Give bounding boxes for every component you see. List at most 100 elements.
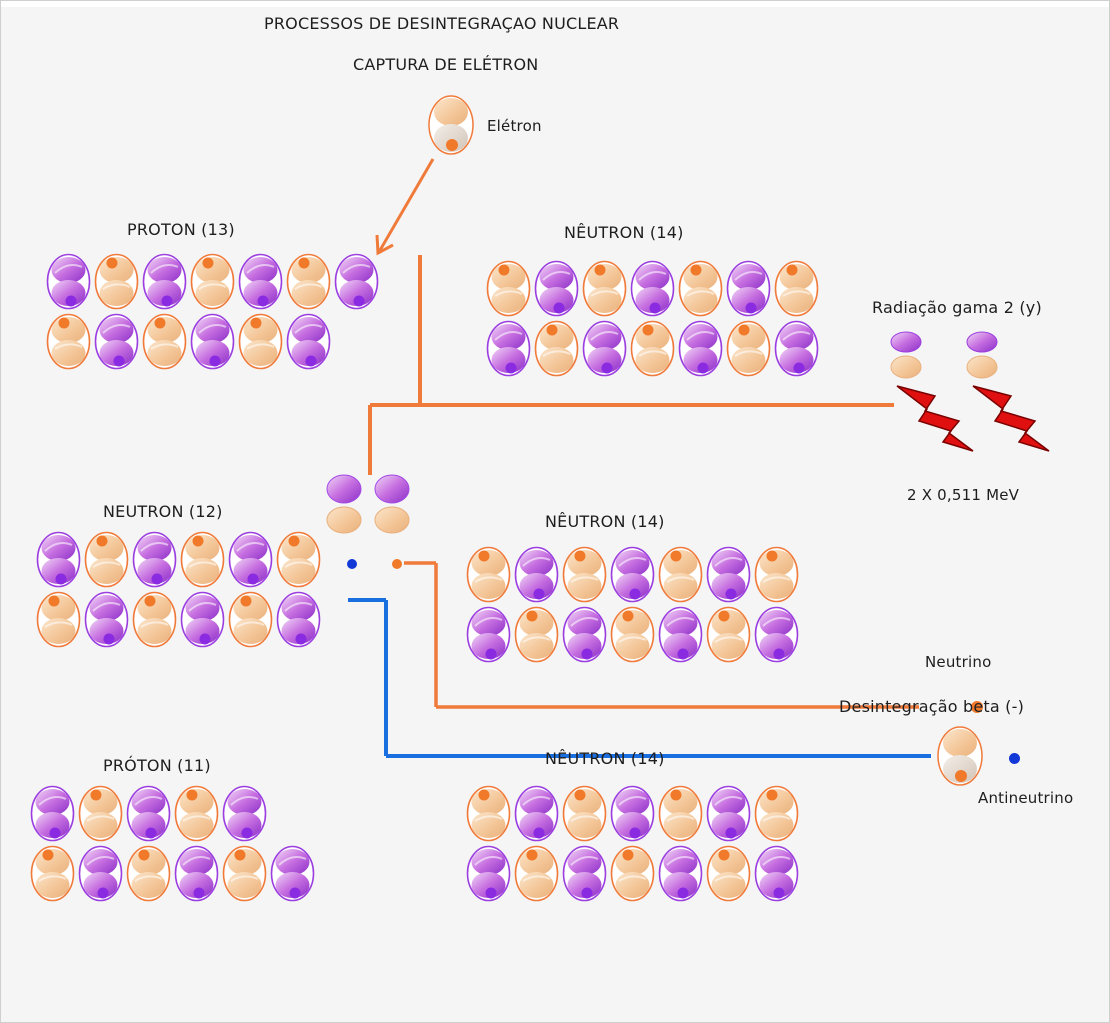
proton-particle — [774, 320, 819, 377]
nucleon-row — [466, 546, 799, 603]
neutron-particle — [562, 785, 607, 842]
proton-particle — [486, 320, 531, 377]
neutron-particle — [706, 606, 751, 663]
nucleon-row — [466, 845, 799, 902]
proton-particle — [270, 845, 315, 902]
gamma-ray-bolt-2 — [972, 385, 1050, 452]
proton-particle — [534, 260, 579, 317]
neutron-particle — [30, 845, 75, 902]
neutron-particle — [610, 845, 655, 902]
gamma-particle-2 — [966, 331, 998, 379]
beta-line — [348, 598, 931, 758]
gamma-label: Radiação gama 2 (y) — [872, 298, 1042, 317]
neutron-particle — [630, 320, 675, 377]
proton-13-label: PROTON (13) — [127, 220, 235, 239]
page-title: PROCESSOS DE DESINTEGRAÇAO NUCLEAR — [264, 14, 620, 33]
proton-particle — [466, 845, 511, 902]
neutron-particle — [582, 260, 627, 317]
proton-particle — [562, 606, 607, 663]
proton-particle — [610, 785, 655, 842]
proton-particle — [30, 785, 75, 842]
electron-particle — [428, 95, 474, 155]
neutron-14-top-group — [486, 260, 819, 380]
proton-particle — [514, 785, 559, 842]
neutrino-emission-dot — [392, 559, 402, 569]
neutron-particle — [514, 845, 559, 902]
top-strip — [1, 1, 1109, 7]
neutron-particle — [706, 845, 751, 902]
neutron-particle — [610, 606, 655, 663]
neutron-particle — [486, 260, 531, 317]
energy-label: 2 X 0,511 MeV — [907, 486, 1020, 504]
gamma-ray-bolt-1 — [896, 385, 974, 452]
neutron-particle — [228, 591, 273, 648]
nucleon-row — [466, 606, 799, 663]
neutron-14-bottom-label: NÊUTRON (14) — [545, 749, 665, 768]
proton-particle — [562, 845, 607, 902]
neutron-particle — [562, 546, 607, 603]
neutron-particle — [94, 253, 139, 310]
proton-particle — [238, 253, 283, 310]
neutron-particle — [726, 320, 771, 377]
proton-particle — [678, 320, 723, 377]
neutron-particle — [658, 546, 703, 603]
neutron-particle — [678, 260, 723, 317]
neutrino-label: Neutrino — [925, 653, 992, 671]
neutron-particle — [132, 591, 177, 648]
nucleon-row — [36, 591, 321, 648]
neutron-particle — [774, 260, 819, 317]
neutron-particle — [84, 531, 129, 588]
proton-particle — [126, 785, 171, 842]
proton-particle — [658, 845, 703, 902]
antineutrino-label: Antineutrino — [978, 789, 1074, 807]
electron-capture-arrow — [375, 158, 435, 256]
proton-particle — [142, 253, 187, 310]
neutron-particle — [46, 313, 91, 370]
beta-electron-particle — [937, 726, 983, 786]
proton-particle — [84, 591, 129, 648]
proton-particle — [466, 606, 511, 663]
neutron-particle — [466, 546, 511, 603]
neutron-particle — [238, 313, 283, 370]
proton-particle — [334, 253, 379, 310]
proton-particle — [726, 260, 771, 317]
neutron-particle — [286, 253, 331, 310]
neutron-14-middle-group — [466, 546, 799, 666]
nucleon-row — [486, 320, 819, 377]
neutron-particle — [754, 546, 799, 603]
neutron-particle — [36, 591, 81, 648]
nucleon-row — [46, 253, 379, 310]
neutron-12-group — [36, 531, 321, 651]
page-subtitle: CAPTURA DE ELÉTRON — [353, 55, 539, 74]
proton-particle — [610, 546, 655, 603]
proton-particle — [754, 845, 799, 902]
proton-particle — [286, 313, 331, 370]
neutron-particle — [466, 785, 511, 842]
capture-line — [368, 255, 894, 475]
nucleon-row — [486, 260, 819, 317]
neutron-14-top-label: NÊUTRON (14) — [564, 223, 684, 242]
proton-particle — [706, 546, 751, 603]
proton-11-group — [30, 785, 315, 905]
proton-particle — [222, 785, 267, 842]
proton-particle — [582, 320, 627, 377]
proton-particle — [514, 546, 559, 603]
nucleon-row — [30, 845, 315, 902]
proton-particle — [180, 591, 225, 648]
proton-particle — [174, 845, 219, 902]
neutrino-line — [404, 561, 919, 709]
proton-particle — [658, 606, 703, 663]
neutron-particle — [126, 845, 171, 902]
neutron-particle — [190, 253, 235, 310]
neutron-12-label: NEUTRON (12) — [103, 502, 223, 521]
proton-particle — [190, 313, 235, 370]
proton-particle — [36, 531, 81, 588]
proton-particle — [276, 591, 321, 648]
neutron-particle — [534, 320, 579, 377]
neutron-particle — [276, 531, 321, 588]
neutron-particle — [514, 606, 559, 663]
neutron-14-middle-label: NÊUTRON (14) — [545, 512, 665, 531]
antineutrino-emission-dot — [347, 559, 357, 569]
proton-particle — [706, 785, 751, 842]
